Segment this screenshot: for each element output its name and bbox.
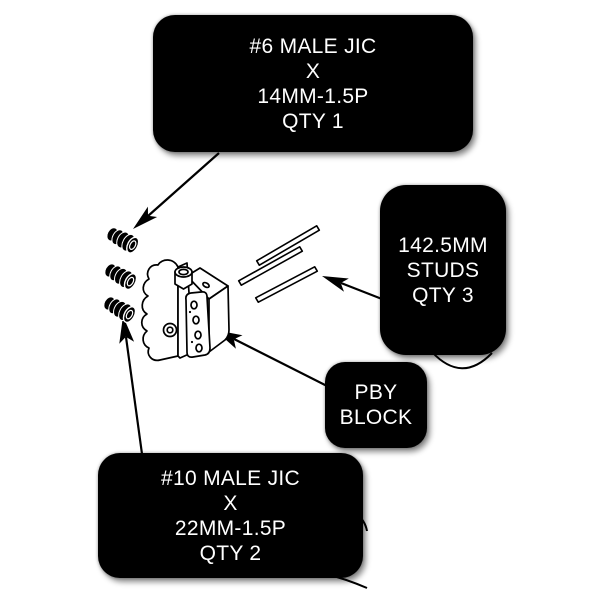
studs-drawing xyxy=(237,225,321,303)
callout-fitting10-line3: 22MM-1.5P xyxy=(174,516,287,540)
callout-fitting10-line1: #10 MALE JIC xyxy=(161,466,300,490)
callout-fitting6-line4: QTY 1 xyxy=(282,109,344,133)
arrow-to-fitting6 xyxy=(133,152,220,229)
arrow-to-fitting10 xyxy=(119,316,144,455)
callout-fitting10-line2: X xyxy=(223,491,238,515)
callout-studs-line1: 142.5MM xyxy=(398,233,488,257)
jic-fitting-10-a-drawing xyxy=(101,259,140,293)
callout-pby-block-label: PBY BLOCK xyxy=(325,362,427,448)
stud-1 xyxy=(255,225,321,266)
callout-fitting6-label: #6 MALE JIC X 14MM-1.5P QTY 1 xyxy=(153,15,473,152)
callout-studs-line3: QTY 3 xyxy=(412,283,474,307)
jic-fitting-6-drawing xyxy=(103,223,143,257)
arrow-to-studs xyxy=(322,276,383,301)
callout-fitting6-line2: X xyxy=(305,59,321,83)
callout-studs-line2: STUDS xyxy=(406,258,480,282)
callout-fitting10-line4: QTY 2 xyxy=(199,541,262,565)
callout-fitting6-line1: #6 MALE JIC xyxy=(249,34,377,58)
arrow-to-pby-block xyxy=(215,330,330,388)
stud-2 xyxy=(237,246,304,286)
pby-block-drawing xyxy=(140,259,230,362)
callout-fitting10-label: #10 MALE JIC X 22MM-1.5P QTY 2 xyxy=(98,453,363,578)
callout-studs-label: 142.5MM STUDS QTY 3 xyxy=(380,185,506,355)
jic-fitting-10-b-drawing xyxy=(100,292,139,326)
stud-3 xyxy=(254,266,319,303)
callout-pby-line1: PBY xyxy=(354,381,398,404)
callout-pby-line2: BLOCK xyxy=(339,406,413,429)
callout-fitting6-line3: 14MM-1.5P xyxy=(257,84,369,108)
